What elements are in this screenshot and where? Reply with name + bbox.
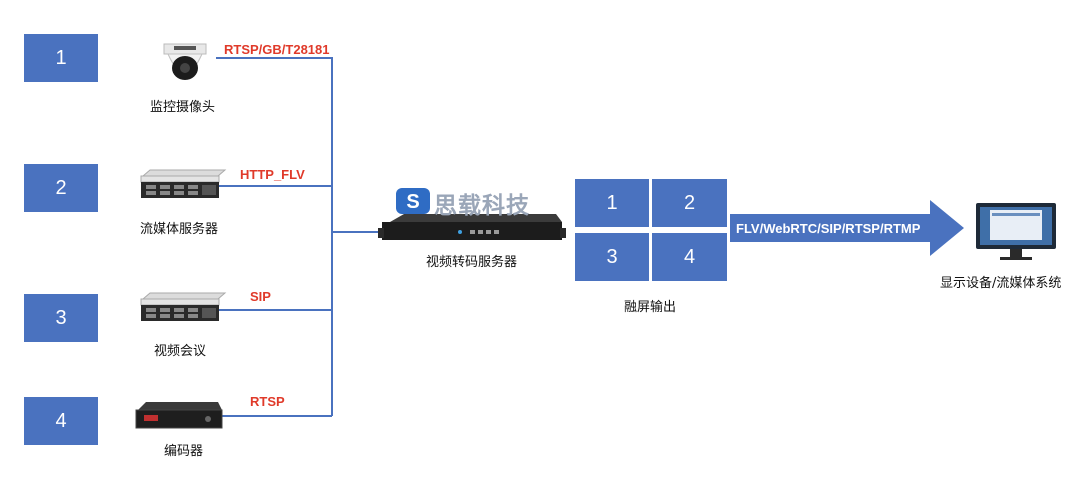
output-protocols-label: FLV/WebRTC/SIP/RTSP/RTMP bbox=[736, 221, 921, 236]
protocol-label-sip: SIP bbox=[250, 289, 271, 304]
source-number-1: 1 bbox=[24, 34, 98, 82]
protocol-label-camera: RTSP/GB/T28181 bbox=[224, 42, 330, 57]
transcoder-label: 视频转码服务器 bbox=[426, 255, 518, 270]
brand-logo-icon: S bbox=[396, 188, 430, 214]
source-number-4: 4 bbox=[24, 397, 98, 445]
svg-text:S: S bbox=[406, 191, 419, 213]
source-number-2: 2 bbox=[24, 164, 98, 212]
split-cell-1: 1 bbox=[575, 179, 649, 227]
camera-label: 监控摄像头 bbox=[150, 100, 216, 115]
split-cell-3: 3 bbox=[575, 233, 649, 281]
brand-name: 思载科技 bbox=[434, 193, 530, 219]
display-label: 显示设备/流媒体系统 bbox=[940, 276, 1062, 291]
output-arrow bbox=[730, 200, 964, 256]
split-cell-2: 2 bbox=[652, 179, 727, 227]
streaming-server-label: 流媒体服务器 bbox=[140, 222, 219, 237]
split-screen-label: 融屏输出 bbox=[624, 300, 677, 315]
source-number-3: 3 bbox=[24, 294, 98, 342]
split-cell-4: 4 bbox=[652, 233, 727, 281]
video-conference-label: 视频会议 bbox=[154, 344, 207, 359]
line-camera bbox=[216, 57, 333, 416]
encoder-label: 编码器 bbox=[164, 444, 204, 459]
protocol-label-rtsp: RTSP bbox=[250, 394, 285, 409]
protocol-label-streaming: HTTP_FLV bbox=[240, 167, 305, 182]
